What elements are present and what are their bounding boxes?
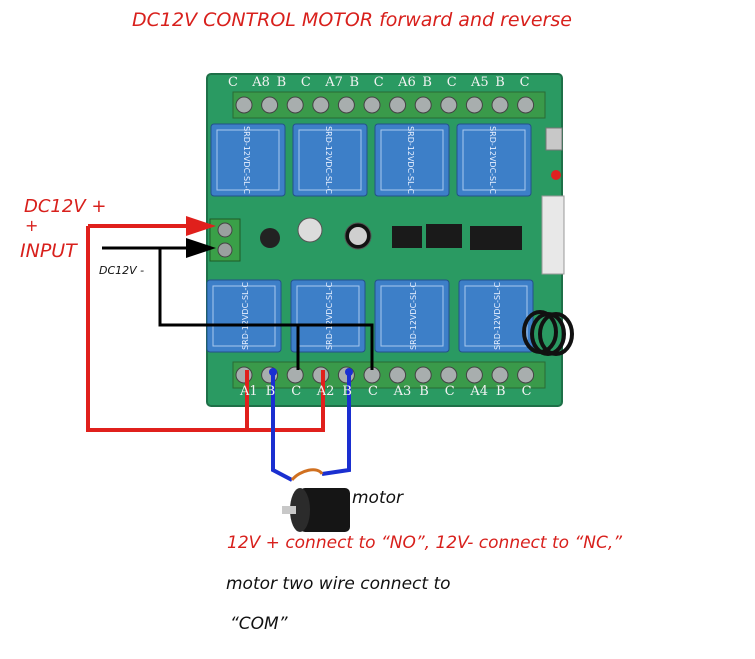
top-terminal-screw xyxy=(517,96,535,114)
wire-positive xyxy=(86,224,325,432)
bottom-terminal-screw xyxy=(465,366,483,384)
bottom-terminal-screw xyxy=(440,366,458,384)
bottom-terminal-label: C xyxy=(368,384,378,399)
capacitor-2-top xyxy=(349,227,367,245)
regulator xyxy=(260,228,280,248)
top-terminal-label: B xyxy=(495,75,505,90)
bottom-terminal-screw xyxy=(235,366,253,384)
relay-8: SRD-12VDC-SL-C xyxy=(456,123,532,197)
relay-1: SRD-12VDC-SL-C xyxy=(206,279,282,353)
relay-model-label: SRD-12VDC-SL-C xyxy=(406,126,415,194)
bottom-terminal-label: B xyxy=(496,384,506,399)
bottom-terminal-label: B xyxy=(342,384,352,399)
top-terminal-screw xyxy=(465,96,483,114)
relay-model-label: SRD-12VDC-SL-C xyxy=(488,126,497,194)
top-terminal-screw xyxy=(363,96,381,114)
top-terminal-label: B xyxy=(276,75,287,90)
capacitor-1 xyxy=(297,217,323,243)
input-plus-sign: + xyxy=(25,216,39,235)
top-terminal-label: A8 xyxy=(252,75,270,90)
wire-tip-1 xyxy=(269,368,277,376)
bottom-terminal-screw xyxy=(286,366,304,384)
top-terminal-screw xyxy=(261,96,279,114)
top-terminal-screw xyxy=(389,96,407,114)
relay-5: SRD-12VDC-SL-C xyxy=(210,123,286,197)
relay-7: SRD-12VDC-SL-C xyxy=(374,123,450,197)
ic-chip-1 xyxy=(392,226,422,248)
wire-motor xyxy=(271,372,351,482)
relay-model-label: SRD-12VDC-SL-C xyxy=(241,282,250,350)
bottom-terminal-label: C xyxy=(291,384,302,399)
input-screw-pos xyxy=(217,222,233,238)
ic-chip-3 xyxy=(470,226,522,250)
top-terminal-label: B xyxy=(349,75,360,90)
rf-module xyxy=(541,195,565,275)
note-line-2: motor two wire connect to xyxy=(226,574,451,594)
relay-model-label: SRD-12VDC-SL-C xyxy=(493,282,502,350)
input-negative-label: DC12V - xyxy=(99,264,145,277)
bottom-terminal-label: A1 xyxy=(240,384,258,399)
wire-tip-2 xyxy=(345,368,353,376)
top-terminal-label: C xyxy=(373,75,384,90)
status-led xyxy=(551,170,561,180)
relay-2: SRD-12VDC-SL-C xyxy=(290,279,366,353)
relay-model-label: SRD-12VDC-SL-C xyxy=(409,282,418,350)
arrow-positive xyxy=(186,216,216,236)
relay-model-label: SRD-12VDC-SL-C xyxy=(324,126,333,194)
input-screw-neg xyxy=(217,242,233,258)
top-terminal-label: C xyxy=(519,75,530,90)
note-line-3: “COM” xyxy=(230,614,288,634)
top-terminal-screw xyxy=(440,96,458,114)
top-terminal-screw xyxy=(312,96,330,114)
note-line-1: 12V + connect to “NO”, 12V- connect to “… xyxy=(227,533,623,553)
bottom-terminal-label: B xyxy=(265,384,276,399)
top-terminal-screw xyxy=(235,96,253,114)
bottom-terminal-label: C xyxy=(444,384,455,399)
relay-3: SRD-12VDC-SL-C xyxy=(374,279,450,353)
bottom-terminal-label: A3 xyxy=(393,384,412,399)
bottom-terminal-screw xyxy=(517,366,535,384)
top-terminal-label: A7 xyxy=(325,75,343,90)
relay-4: SRD-12VDC-SL-C xyxy=(458,279,534,353)
relay-model-label: SRD-12VDC-SL-C xyxy=(242,126,251,194)
diagram-title: DC12V CONTROL MOTOR forward and reverse xyxy=(132,9,572,31)
relay-6: SRD-12VDC-SL-C xyxy=(292,123,368,197)
antenna-coil xyxy=(522,310,574,356)
bottom-terminal-screw xyxy=(414,366,432,384)
top-terminal-screw xyxy=(286,96,304,114)
top-terminal-label: C xyxy=(300,75,311,90)
bottom-terminal-label: A2 xyxy=(316,384,335,399)
motor xyxy=(282,468,350,532)
top-terminal-label: C xyxy=(228,75,238,90)
input-label: INPUT xyxy=(20,240,77,262)
top-terminal-screw xyxy=(491,96,509,114)
arrow-negative xyxy=(186,238,216,258)
motor-label: motor xyxy=(352,488,404,508)
top-terminal-label: C xyxy=(446,75,457,90)
relay-model-label: SRD-12VDC-SL-C xyxy=(325,282,334,350)
top-terminal-screw xyxy=(414,96,432,114)
bottom-terminal-screw xyxy=(491,366,509,384)
bottom-terminal-label: B xyxy=(419,384,429,399)
top-terminal-label: B xyxy=(422,75,432,90)
top-terminal-screw xyxy=(337,96,355,114)
bottom-terminal-label: C xyxy=(521,384,532,399)
bottom-terminal-screw xyxy=(389,366,407,384)
learn-button xyxy=(545,127,563,151)
bottom-terminal-screw xyxy=(312,366,330,384)
input-positive-label: DC12V + xyxy=(24,196,107,217)
bottom-terminal-label: A4 xyxy=(470,384,489,399)
top-terminal-label: A5 xyxy=(471,75,489,90)
top-terminal-label: A6 xyxy=(398,75,416,90)
ic-chip-2 xyxy=(426,224,462,248)
